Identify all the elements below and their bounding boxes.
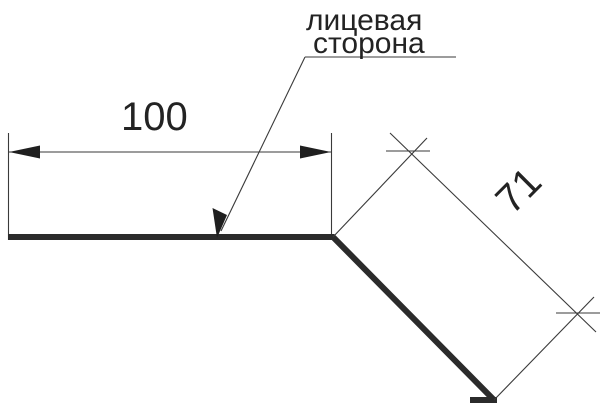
- note-line-2: сторона: [313, 27, 425, 60]
- angled-dimension-label: 71: [488, 160, 551, 223]
- leader-line: [220, 56, 306, 232]
- arrowhead-right-icon: [300, 145, 331, 159]
- leader-arrowhead-icon: [212, 208, 227, 238]
- angled-extension-line-upper: [332, 137, 428, 238]
- profile-outline-group: [8, 234, 497, 403]
- profile-polyline: [8, 234, 497, 403]
- dimension-line-angled: [389, 132, 597, 333]
- horizontal-dimension-label: 100: [121, 95, 188, 139]
- note-line-1: лицевая: [306, 4, 422, 37]
- angled-dimension-group: [332, 132, 600, 401]
- horizontal-dimension-group: [7, 133, 333, 240]
- arrowhead-left-icon: [9, 145, 40, 159]
- note-leader-group: [212, 56, 456, 238]
